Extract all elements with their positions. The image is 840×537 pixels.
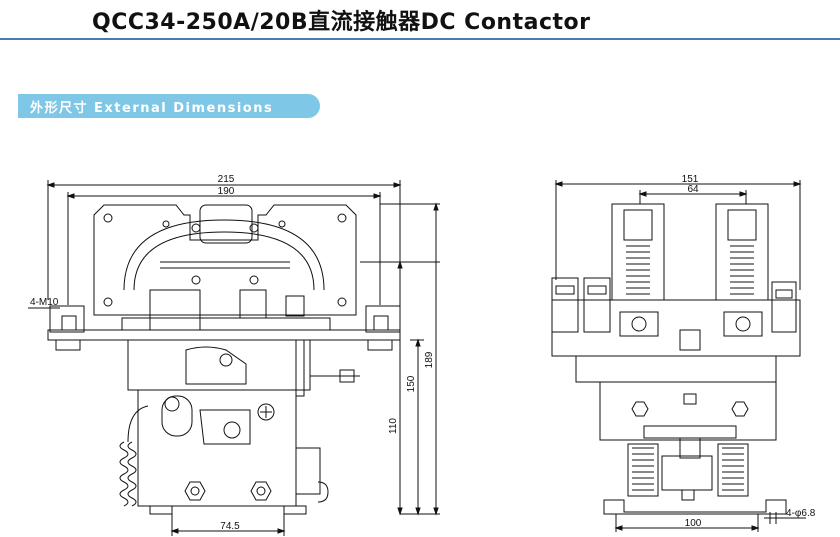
front-base-width: 74.5 — [220, 521, 240, 532]
front-thread-spec: 4-M10 — [30, 297, 59, 308]
page-title: QCC34-250A/20B直流接触器DC Contactor — [92, 10, 591, 35]
front-width-overall: 215 — [218, 174, 235, 185]
front-height-mid: 150 — [406, 375, 417, 392]
side-base-width: 100 — [685, 518, 702, 529]
side-hole-spec: 4-φ6.8 — [786, 508, 816, 519]
side-view — [551, 180, 806, 532]
side-terminal-spacing: 64 — [687, 184, 699, 195]
front-width-mounting: 190 — [218, 186, 235, 197]
title-rule — [0, 38, 840, 40]
front-height-low: 110 — [388, 418, 399, 434]
front-view — [28, 180, 440, 536]
front-height-total: 189 — [424, 351, 435, 368]
section-badge: 外形尺寸 External Dimensions — [18, 94, 320, 118]
side-width-overall: 151 — [682, 174, 699, 185]
section-label: 外形尺寸 External Dimensions — [30, 101, 274, 116]
